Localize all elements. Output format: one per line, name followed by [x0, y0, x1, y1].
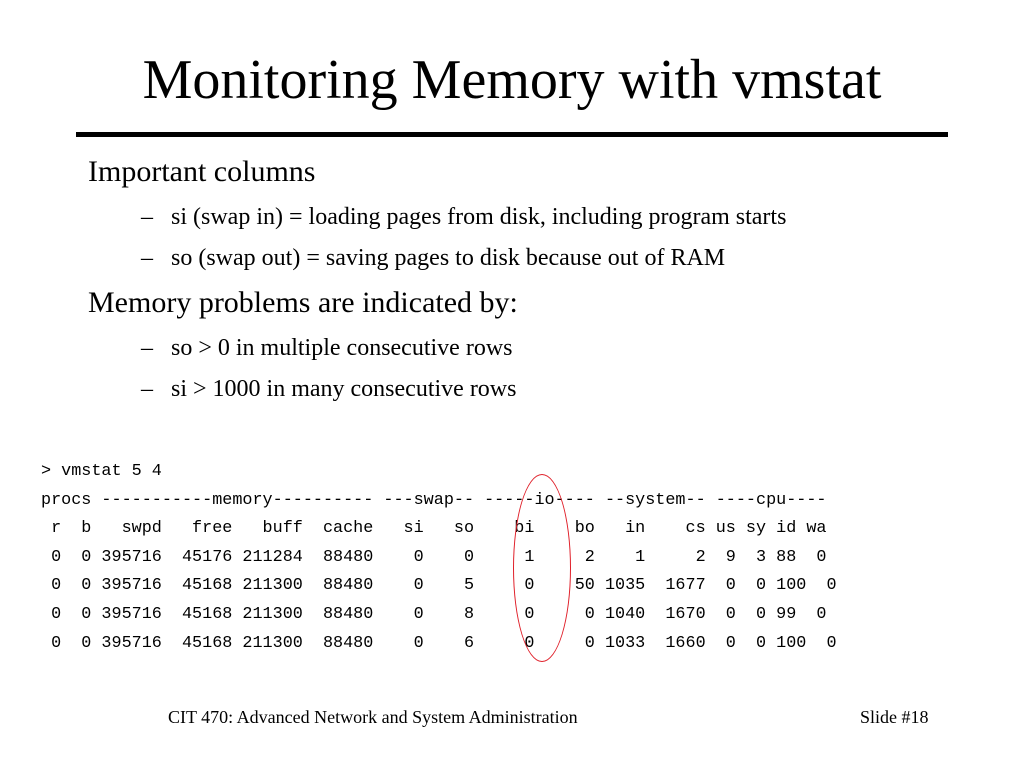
- sub-bullet-text: so (swap out) = saving pages to disk bec…: [171, 245, 726, 271]
- dash-marker: –: [141, 376, 153, 402]
- terminal-column-header: r b swpd free buff cache si so bi bo in …: [41, 519, 827, 539]
- sub-bullet-so: –so (swap out) = saving pages to disk be…: [141, 244, 725, 272]
- terminal-group-header: procs -----------memory---------- ---swa…: [41, 490, 827, 510]
- sub-bullet-text: si (swap in) = loading pages from disk, …: [171, 204, 787, 230]
- terminal-row: 0 0 395716 45168 211300 88480 0 6 0 0 10…: [41, 633, 837, 653]
- terminal-row: 0 0 395716 45176 211284 88480 0 0 1 2 1 …: [41, 547, 827, 567]
- sub-bullet-text: si > 1000 in many consecutive rows: [171, 376, 517, 402]
- bullet-important-columns: Important columns: [88, 155, 316, 188]
- sub-bullet-si: –si (swap in) = loading pages from disk,…: [141, 203, 786, 231]
- terminal-command: > vmstat 5 4: [41, 462, 162, 481]
- sub-bullet-so-threshold: –so > 0 in multiple consecutive rows: [141, 334, 512, 362]
- sub-bullet-text: so > 0 in multiple consecutive rows: [171, 335, 513, 361]
- footer-course-title: CIT 470: Advanced Network and System Adm…: [168, 707, 578, 727]
- dash-marker: –: [141, 245, 153, 271]
- dash-marker: –: [141, 335, 153, 361]
- title-rule: [76, 132, 948, 137]
- slide-title: Monitoring Memory with vmstat: [142, 49, 882, 111]
- terminal-row: 0 0 395716 45168 211300 88480 0 8 0 0 10…: [41, 604, 827, 624]
- slide-body: Important columns –si (swap in) = loadin…: [88, 155, 786, 403]
- bullet-memory-problems: Memory problems are indicated by:: [88, 286, 518, 319]
- terminal-row: 0 0 395716 45168 211300 88480 0 5 0 50 1…: [41, 576, 837, 596]
- dash-marker: –: [141, 204, 153, 230]
- footer-slide-number: Slide #18: [860, 707, 929, 727]
- sub-bullet-si-threshold: –si > 1000 in many consecutive rows: [141, 375, 516, 403]
- vmstat-output: > vmstat 5 4 procs -----------memory-----…: [41, 458, 837, 658]
